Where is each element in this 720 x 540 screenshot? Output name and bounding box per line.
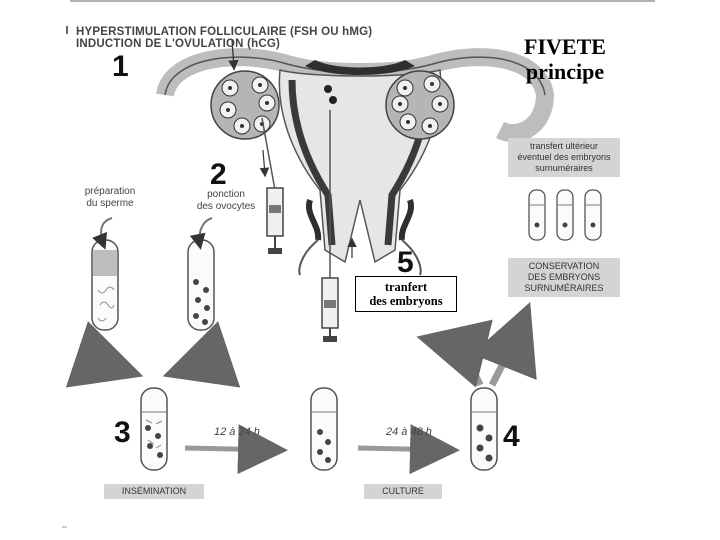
diagram-title: FIVETE principe (510, 34, 620, 84)
title-line-2: principe (510, 59, 620, 84)
time-label-1: 12 à 24 h (214, 426, 260, 438)
right-ovary (386, 71, 454, 139)
later-transfer-tubes (529, 190, 601, 240)
embryo-transfer-label: tranfert des embryons (355, 276, 457, 312)
insemination-tube (141, 388, 167, 470)
oocyte-tube (188, 240, 214, 330)
step-number-3: 3 (114, 416, 131, 450)
oocyte-puncture-label: ponction des ovocytes (186, 189, 266, 213)
culture-tube (311, 388, 337, 470)
step-number-4: 4 (503, 420, 520, 454)
culture-label: CULTURE (364, 484, 442, 499)
sperm-prep-label: préparation du sperme (72, 186, 148, 210)
puncture-syringe (262, 118, 283, 254)
time-label-2: 24 à 48 h (386, 426, 432, 438)
later-transfer-label: transfert ultérieur éventuel des embryon… (508, 138, 620, 177)
header-line-1: HYPERSTIMULATION FOLLICULAIRE (FSH OU hM… (76, 26, 372, 38)
left-ovary (211, 71, 279, 139)
embryo-tube (471, 388, 497, 470)
header-slash (66, 26, 74, 34)
insemination-label: INSÉMINATION (104, 484, 204, 499)
sperm-tube (92, 240, 118, 330)
step-number-1: 1 (112, 50, 129, 84)
header-line-2: INDUCTION DE L'OVULATION (hCG) (76, 38, 280, 50)
step-number-2: 2 (210, 158, 227, 192)
title-line-1: FIVETE (510, 34, 620, 59)
conservation-label: CONSERVATION DES EMBRYONS SURNUMÉRAIRES (508, 258, 620, 297)
step-number-5: 5 (397, 246, 414, 280)
